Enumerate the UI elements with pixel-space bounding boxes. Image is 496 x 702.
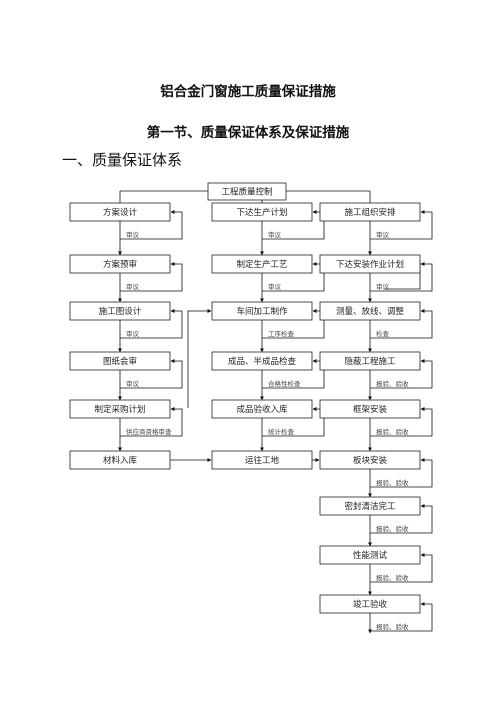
col3-box-4: 隐蔽工程施工 — [319, 351, 421, 371]
col1-box-6: 材料入库 — [69, 450, 171, 470]
top-box-quality-control: 工程质量控制 — [207, 182, 287, 201]
col1-box-4-label: 图纸会审 — [103, 356, 137, 367]
col1-box-2: 方案预审 — [69, 254, 171, 274]
col2-box-5: 成品验收入库 — [211, 399, 313, 419]
col3-box-4-label: 隐蔽工程施工 — [344, 356, 396, 367]
col3-note-2: 审议 — [376, 282, 390, 291]
col3-box-9-label: 竣工验收 — [353, 599, 388, 610]
col1-box-2-label: 方案预审 — [103, 259, 137, 270]
col3-note-5: 报验、验收 — [376, 427, 409, 436]
col1-box-3-label: 施工图设计 — [99, 306, 142, 317]
col3-box-5-label: 框架安装 — [353, 404, 388, 415]
col2-box-6-label: 运往工地 — [245, 455, 280, 466]
col2-box-3: 车间加工制作 — [211, 301, 313, 321]
col2-box-5-label: 成品验收入库 — [236, 404, 288, 415]
col1-box-3: 施工图设计 — [69, 301, 171, 321]
document-title: 铝合金门窗施工质量保证措施 — [160, 84, 336, 100]
col2-note-1: 审议 — [268, 230, 282, 239]
col3-box-5: 框架安装 — [319, 399, 421, 419]
col2-box-2: 制定生产工艺 — [211, 254, 313, 274]
col3-box-2-label: 下达安装作业计划 — [336, 259, 404, 270]
col3-box-9: 竣工验收 — [319, 594, 421, 614]
col3-box-8: 性能测试 — [319, 545, 421, 565]
col2-box-4: 成品、半成品检查 — [211, 351, 313, 371]
col2-box-4-label: 成品、半成品检查 — [228, 356, 297, 367]
col2-note-5: 统计检查 — [268, 427, 295, 436]
col1-note-1: 审议 — [126, 230, 140, 239]
section-heading: 一、质量保证体系 — [62, 151, 183, 169]
col2-box-3-label: 车间加工制作 — [236, 306, 288, 317]
col1-box-1-label: 方案设计 — [103, 207, 138, 218]
col3-note-3: 检查 — [376, 329, 390, 338]
col3-note-1: 审议 — [376, 230, 390, 239]
col1-box-5-label: 制定采购计划 — [94, 404, 145, 415]
col1-box-1: 方案设计 — [69, 202, 171, 222]
col3-box-1-label: 施工组织安排 — [344, 207, 396, 218]
col3-box-8-label: 性能测试 — [353, 550, 388, 561]
col1-box-6-label: 材料入库 — [103, 455, 138, 466]
col3-box-7: 密封清洁完工 — [319, 496, 421, 516]
col3-box-6-label: 板块安装 — [353, 455, 388, 466]
col1-note-4: 审议 — [126, 379, 140, 388]
col2-note-4: 合格性检查 — [268, 379, 301, 388]
col3-box-2: 下达安装作业计划 — [319, 254, 421, 274]
col1-box-4: 图纸会审 — [69, 351, 171, 371]
col3-note-7: 报验、验收 — [376, 524, 409, 533]
top-box-quality-control-label: 工程质量控制 — [221, 187, 272, 198]
col2-box-1: 下达生产计划 — [211, 202, 313, 222]
col3-note-8: 报验、验收 — [376, 573, 409, 582]
col2-box-2-label: 制定生产工艺 — [236, 259, 287, 270]
chapter-heading: 第一节、质量保证体系及保证措施 — [146, 125, 350, 141]
col3-box-7-label: 密封清洁完工 — [344, 501, 396, 512]
col3-box-3: 测量、放线、调整 — [319, 301, 421, 321]
col2-note-3: 工序检查 — [268, 329, 295, 338]
col3-note-9: 报验、验收 — [376, 622, 409, 631]
col1-note-2: 审议 — [126, 282, 140, 291]
col2-note-2: 审议 — [268, 282, 282, 291]
col2-box-6: 运往工地 — [211, 450, 313, 470]
col1-note-5: 供应商资格审查 — [126, 427, 172, 436]
col3-box-6: 板块安装 — [319, 450, 421, 470]
col1-note-3: 审议 — [126, 329, 140, 338]
col3-note-4: 报验、验收 — [376, 379, 409, 388]
col2-box-1-label: 下达生产计划 — [236, 207, 287, 218]
col3-box-3-label: 测量、放线、调整 — [336, 306, 405, 317]
col3-box-1: 施工组织安排 — [319, 202, 421, 222]
col3-note-6: 报验、验收 — [376, 478, 409, 487]
col1-box-5: 制定采购计划 — [69, 399, 171, 419]
